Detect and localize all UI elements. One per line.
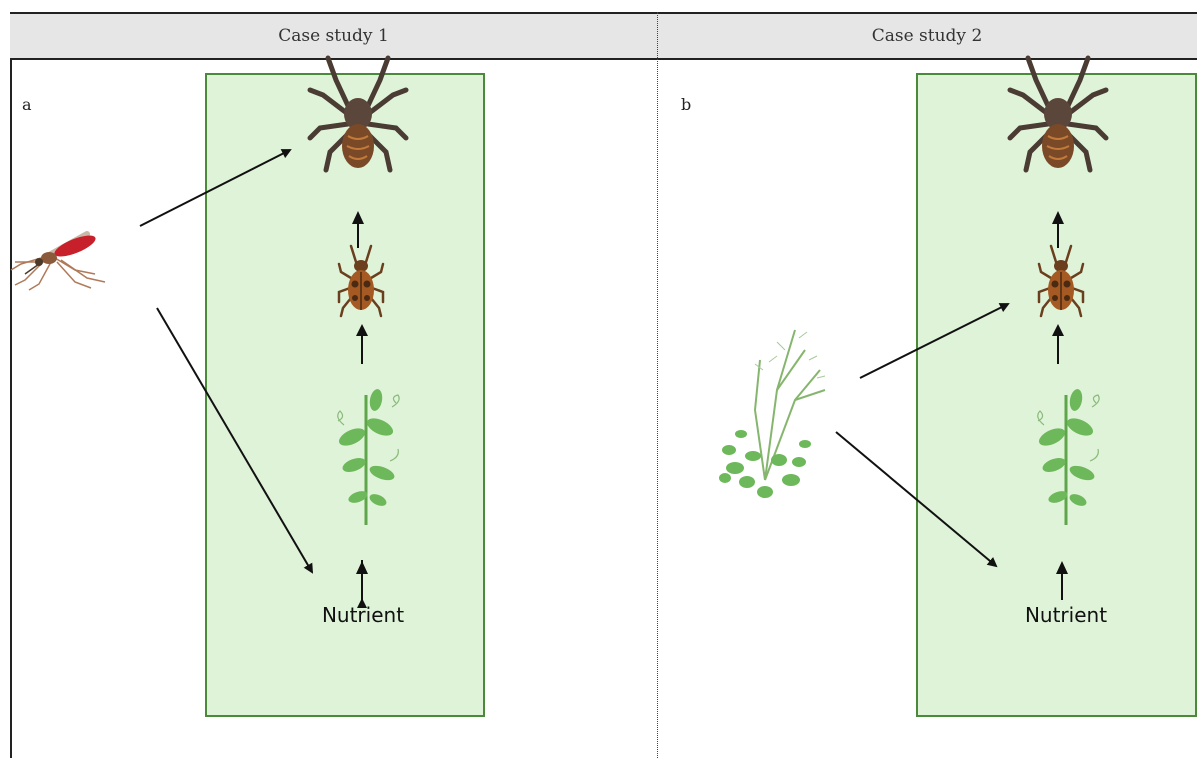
spider-icon	[1010, 58, 1106, 170]
spider-icon	[310, 58, 406, 170]
wild-plant-to-nutrient-arrow	[836, 432, 996, 566]
plant-to-beetle-arrowhead-b	[1052, 324, 1064, 336]
beetle-icon	[1039, 246, 1083, 316]
wild-plant-icon	[719, 330, 825, 498]
mosquito-to-nutrient-arrow	[157, 308, 312, 572]
beetle-to-spider-arrowhead-b	[1052, 211, 1064, 224]
mosquito-to-spider-arrow	[140, 150, 290, 226]
plant-icon	[336, 388, 399, 525]
beetle-to-spider-arrowhead	[352, 211, 364, 224]
beetle-icon	[339, 246, 383, 316]
nutrient-arrowhead-b	[1056, 561, 1068, 574]
mosquito-icon	[11, 231, 105, 290]
wild-plant-to-beetle-arrow	[860, 304, 1008, 378]
plant-to-beetle-arrowhead	[356, 324, 368, 336]
nutrient-arrowhead-a	[356, 561, 368, 574]
plant-icon	[1036, 388, 1099, 525]
